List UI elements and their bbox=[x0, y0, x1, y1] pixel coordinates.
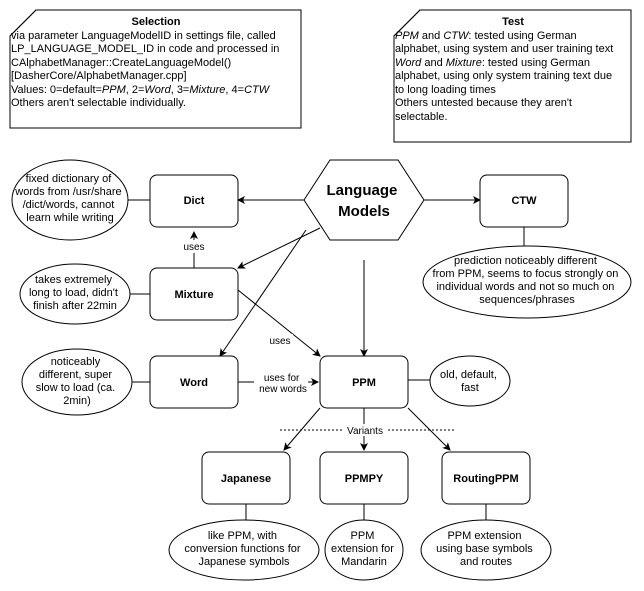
language-models-title-line: Models bbox=[338, 203, 390, 220]
mixture-desc-line: finish after 22min bbox=[33, 300, 117, 312]
edge-ppm-routingppm bbox=[407, 407, 451, 451]
dict-desc-line: fixed dictionary of bbox=[26, 173, 113, 185]
ppmpy-node bbox=[319, 451, 409, 505]
ctw-label: CTW bbox=[511, 195, 537, 207]
edge-label-word-ppm-line: uses for bbox=[264, 373, 300, 384]
ppm-label: PPM bbox=[352, 377, 376, 389]
edge-label-mixture-ppm: uses bbox=[269, 336, 290, 347]
dict-node bbox=[149, 174, 239, 228]
ctw-desc: prediction noticeably different from PPM… bbox=[433, 255, 622, 306]
mixture-desc-line: long to load, didn't bbox=[29, 287, 118, 299]
routingppm-desc-line: PPM extension bbox=[447, 530, 521, 542]
word-desc-ellipse bbox=[21, 348, 133, 416]
mixture-desc-line: takes extremely bbox=[35, 274, 113, 286]
japanese-desc-ellipse bbox=[168, 519, 320, 581]
routingppm-label: RoutingPPM bbox=[453, 473, 518, 485]
selection-note-line: via parameter LanguageModelID in setting… bbox=[11, 29, 276, 42]
ppmpy-desc-line: PPM bbox=[351, 530, 375, 542]
test-note-line: alphabet, using only system training tex… bbox=[395, 70, 613, 82]
ppmpy-desc-line: extension for bbox=[331, 543, 394, 555]
routingppm-desc-line: and routes bbox=[460, 556, 512, 568]
japanese-desc: like PPM, with conversion functions for … bbox=[184, 530, 303, 568]
word-desc-line: 2min) bbox=[63, 395, 91, 407]
dict-desc-line: learn while writing bbox=[26, 212, 113, 224]
routingppm-node bbox=[441, 451, 531, 505]
ppmpy-desc-ellipse bbox=[324, 519, 404, 581]
edge-lm-mixture bbox=[237, 227, 321, 269]
edge-mixture-ppm bbox=[237, 289, 321, 357]
ppm-desc-ellipse bbox=[429, 355, 511, 407]
variants-label: Variants bbox=[347, 426, 383, 437]
ppmpy-desc: PPM extension for Mandarin bbox=[331, 530, 397, 568]
test-note: Test PPM and CTW: tested using Germanalp… bbox=[393, 9, 632, 143]
selection-note-line: Others aren't selectable individually. bbox=[11, 97, 186, 109]
language-models-title-line: Language bbox=[326, 182, 397, 199]
word-node bbox=[149, 355, 239, 409]
ctw-desc-line: prediction noticeably different bbox=[454, 255, 597, 267]
mixture-desc: takes extremely long to load, didn't fin… bbox=[29, 274, 121, 312]
word-desc-line: slow to load (ca. bbox=[36, 382, 115, 394]
edge-label-word-ppm: uses for new words bbox=[259, 373, 307, 395]
mixture-node bbox=[149, 267, 239, 321]
ctw-desc-line: from PPM, seems to focus strongly on bbox=[433, 268, 619, 280]
ctw-node bbox=[479, 174, 569, 228]
ppmpy-label: PPMPY bbox=[345, 473, 384, 485]
japanese-desc-line: conversion functions for bbox=[184, 543, 301, 555]
selection-note: Selection via parameter LanguageModelID … bbox=[9, 9, 302, 129]
edge-label-mixture-dict: uses bbox=[183, 242, 204, 253]
japanese-label: Japanese bbox=[221, 473, 271, 485]
test-note-line: Word and Mixture: tested using German bbox=[395, 56, 591, 69]
selection-note-body: via parameter LanguageModelID in setting… bbox=[11, 30, 301, 111]
ppm-desc-line: old, default, bbox=[440, 369, 497, 381]
dict-desc-ellipse bbox=[11, 159, 129, 241]
routingppm-desc-line: using base symbols bbox=[436, 543, 533, 555]
test-note-title: Test bbox=[502, 16, 524, 28]
word-desc-line: noticeably bbox=[51, 356, 101, 368]
japanese-desc-line: like PPM, with bbox=[208, 530, 277, 542]
ppm-node bbox=[319, 355, 409, 409]
dict-desc: fixed dictionary of words from /usr/shar… bbox=[14, 173, 124, 224]
selection-note-line: Values: 0=default=PPM, 2=Word, 3=Mixture… bbox=[11, 83, 270, 96]
selection-note-title: Selection bbox=[131, 16, 181, 28]
edge-lm-word bbox=[219, 229, 307, 357]
ppmpy-desc-line: Mandarin bbox=[341, 556, 387, 568]
routingppm-desc: PPM extension using base symbols and rou… bbox=[436, 530, 536, 568]
edge-ppm-japanese bbox=[283, 407, 321, 451]
japanese-node bbox=[201, 451, 291, 505]
selection-note-line: [DasherCore/AlphabetManager.cpp] bbox=[11, 70, 187, 82]
test-note-line: PPM and CTW: tested using German bbox=[395, 29, 577, 42]
ppm-desc: old, default, fast bbox=[440, 369, 500, 394]
mixture-label: Mixture bbox=[174, 289, 213, 301]
word-label: Word bbox=[180, 377, 208, 389]
language-models-node: Language Models bbox=[303, 159, 425, 241]
word-desc-line: different, super bbox=[39, 369, 113, 381]
svg-text:Language Models: Language Models bbox=[326, 182, 401, 220]
test-note-line: alphabet, using system and user training… bbox=[395, 43, 614, 55]
mixture-desc-ellipse bbox=[19, 263, 131, 325]
dict-desc-line: /dict/words, cannot bbox=[23, 199, 115, 211]
test-note-line: Others untested because they aren't bbox=[395, 97, 572, 109]
word-desc: noticeably different, super slow to load… bbox=[36, 356, 119, 407]
selection-note-line: LP_LANGUAGE_MODEL_ID in code and process… bbox=[11, 43, 280, 55]
japanese-desc-line: Japanese symbols bbox=[198, 556, 290, 568]
dict-desc-line: words from /usr/share bbox=[14, 186, 121, 198]
routingppm-desc-ellipse bbox=[420, 519, 552, 581]
ctw-desc-ellipse bbox=[422, 245, 632, 319]
dict-label: Dict bbox=[184, 195, 205, 207]
ctw-desc-line: sequences/phrases bbox=[479, 294, 575, 306]
ppm-desc-line: fast bbox=[461, 382, 479, 394]
test-note-line: to long loading times bbox=[395, 83, 496, 96]
test-note-line: selectable. bbox=[395, 110, 448, 123]
selection-note-line: CAlphabetManager::CreateLanguageModel() bbox=[11, 56, 232, 69]
ctw-desc-line: individual words and not so much on bbox=[436, 281, 614, 293]
edge-label-word-ppm-line: new words bbox=[259, 384, 307, 395]
